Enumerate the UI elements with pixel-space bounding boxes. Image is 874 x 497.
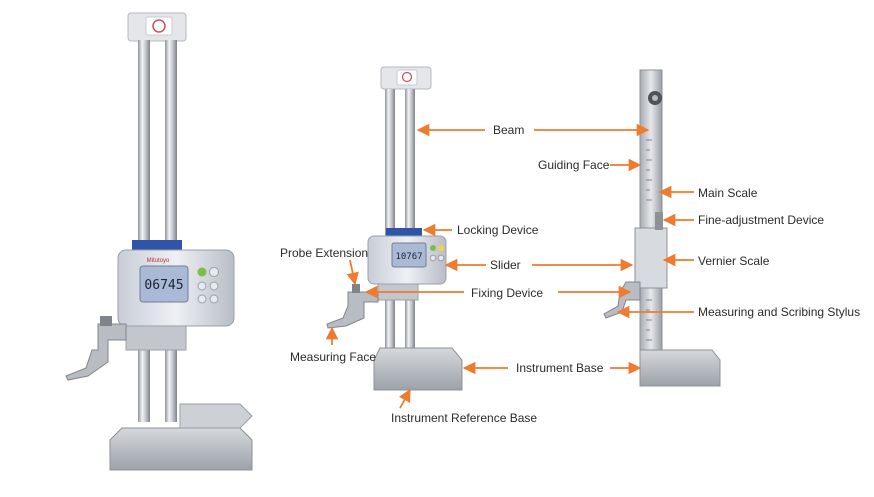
label-instrument-base: Instrument Base [516,361,604,375]
label-guiding-face: Guiding Face [538,158,610,172]
label-slider: Slider [490,258,521,272]
right-vernier-gauge [603,69,721,387]
label-measuring-and-scribing-stylus: Measuring and Scribing Stylus [698,305,861,319]
left-height-gauge: 06745 Mitutoyo [65,12,253,471]
label-beam: Beam [493,123,525,137]
label-locking-device: Locking Device [457,223,539,237]
label-instrument-reference-base: Instrument Reference Base [391,411,538,425]
callout-arrows [325,123,694,409]
middle-gauge-readout: 10767 [395,252,422,262]
label-vernier-scale: Vernier Scale [698,254,770,268]
middle-height-gauge: 10767 [326,66,463,391]
label-probe-extension: Probe Extension [280,246,369,260]
label-fine-adjustment-device: Fine-adjustment Device [698,213,825,227]
left-gauge-readout: 06745 [144,278,183,293]
label-fixing-device: Fixing Device [471,286,544,300]
label-main-scale: Main Scale [698,186,758,200]
label-measuring-face: Measuring Face [290,350,377,364]
left-gauge-brand: Mitutoyo [147,258,170,264]
